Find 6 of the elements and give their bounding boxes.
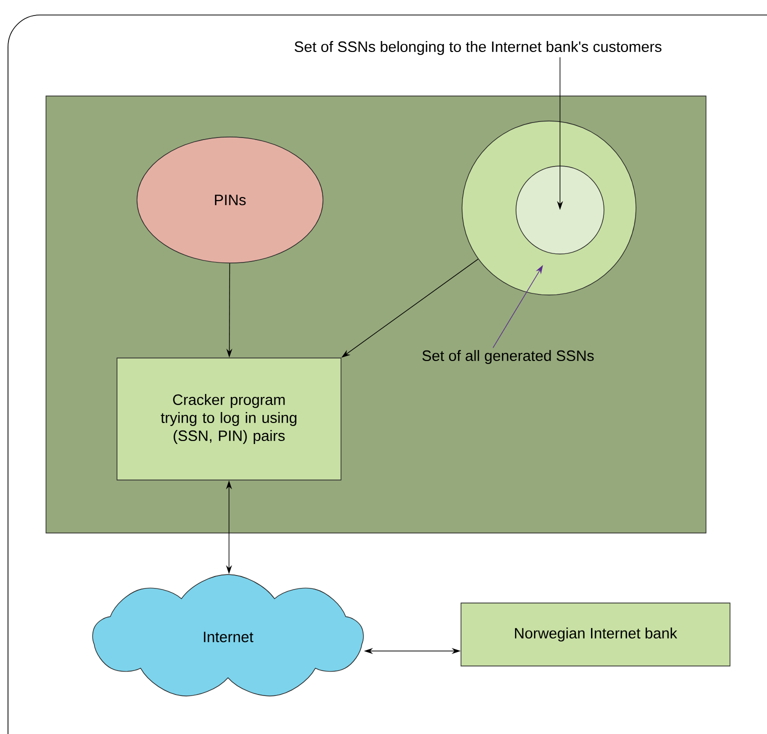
cracker-box: Cracker program trying to log in using (SSN, PIN) pairs [116,358,342,480]
internet-cloud: Internet [92,574,364,696]
bank-box: Norwegian Internet bank [460,602,730,666]
inner-set-circle [516,166,604,254]
callout-text: Set of all generated SSNs [422,350,594,364]
callout-text: Set of SSNs belonging to the Internet bank's customers [294,41,662,55]
